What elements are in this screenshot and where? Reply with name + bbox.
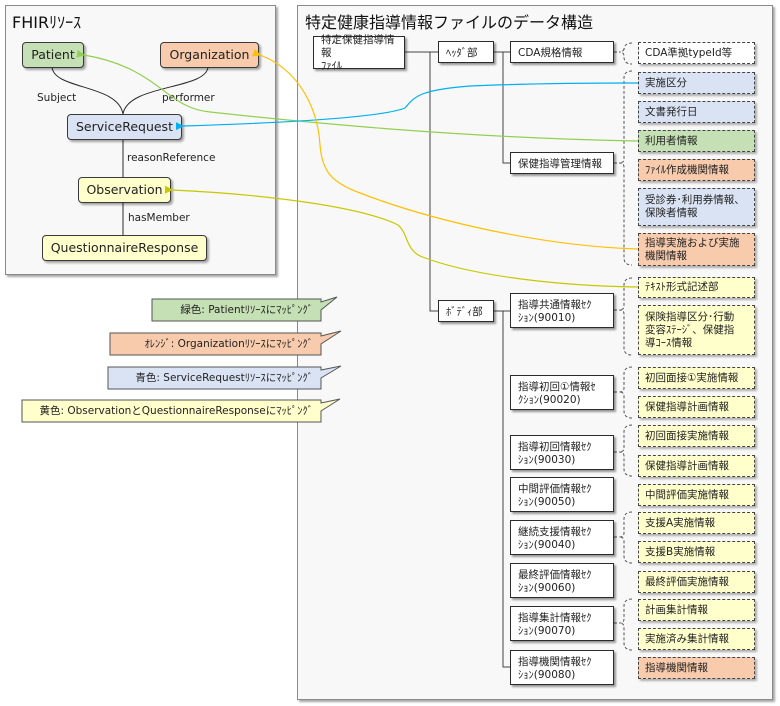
legend-orange-text: ｵﾚﾝｼﾞ: Organizationﾘｿｰｽにﾏｯﾋﾟﾝｸﾞ <box>144 338 313 350</box>
leaf-item: 中間評価実施情報 <box>638 484 755 506</box>
organization-node: Organization <box>160 42 259 68</box>
edge-label-reason-reference: reasonReference <box>127 152 216 164</box>
legend-yellow-text: 黄色: ObservationとQuestionnaireResponseにﾏｯ… <box>39 405 313 417</box>
leaf-item: 文書発行日 <box>638 101 755 123</box>
observation-node: Observation <box>78 177 171 203</box>
leaf-item: 実施区分 <box>638 72 755 94</box>
leaf-item: 保険指導区分･行動 変容ｽﾃｰｼﾞ、保健指 導ｺｰｽ情報 <box>638 305 755 355</box>
legend-green-text: 緑色: Patientﾘｿｰｽにﾏｯﾋﾟﾝｸﾞ <box>180 304 313 316</box>
root-file-box: 特定保健指導情報 ﾌｧｲﾙ <box>313 34 405 72</box>
legend-blue-text: 青色: ServiceRequestﾘｿｰｽにﾏｯﾋﾟﾝｸﾞ <box>135 372 313 384</box>
data-structure-panel-title: 特定健康指導情報ファイルのデータ構造 <box>305 13 594 32</box>
section-box: 指導初回①情報ｾ ｸｼｮﾝ(90020) <box>510 375 614 410</box>
header-part-box: ﾍｯﾀﾞ部 <box>438 41 494 63</box>
cda-spec-info-box: CDA規格情報 <box>510 41 614 63</box>
leaf-item: 初回面接①実施情報 <box>638 367 755 389</box>
leaf-item: 保健指導計画情報 <box>638 396 755 418</box>
guidance-management-info-box: 保健指導管理情報 <box>510 152 614 174</box>
leaf-item: 支援A実施情報 <box>638 512 755 534</box>
section-box: 最終評価情報ｾｸ ｼｮﾝ(90060) <box>510 563 614 598</box>
questionnaire-response-node: QuestionnaireResponse <box>42 235 207 261</box>
leaf-item: 受診券･利用券情報、 保険者情報 <box>638 188 755 226</box>
leaf-item: ﾌｧｲﾙ作成機関情報 <box>638 159 755 181</box>
leaf-item: 支援B実施情報 <box>638 541 755 563</box>
body-part-box: ﾎﾞﾃﾞｨ部 <box>438 300 494 322</box>
fhir-panel-title: FHIRﾘｿｰｽ <box>12 13 82 32</box>
leaf-item: 利用者情報 <box>638 130 755 152</box>
leaf-item: 実施済み集計情報 <box>638 628 755 650</box>
leaf-item: 計画集計情報 <box>638 599 755 621</box>
patient-node: Patient <box>22 42 84 68</box>
edge-label-subject: Subject <box>37 92 77 104</box>
section-box: 指導初回情報ｾｸ ｼｮﾝ(90030) <box>510 435 614 470</box>
section-box: 指導共通情報ｾｸ ｼｮﾝ(90010) <box>510 293 614 328</box>
leaf-item: 指導機関情報 <box>638 657 755 679</box>
service-request-node: ServiceRequest <box>67 114 182 140</box>
leaf-item: 初回面接実施情報 <box>638 425 755 447</box>
leaf-item: 保健指導計画情報 <box>638 455 755 477</box>
leaf-item: 指導実施および実施 機関情報 <box>638 233 755 266</box>
leaf-item: CDA準拠typeId等 <box>638 42 755 64</box>
leaf-item: ﾃｷｽﾄ形式記述部 <box>638 277 755 298</box>
section-box: 中間評価情報ｾｸ ｼｮﾝ(90050) <box>510 477 614 512</box>
section-box: 指導機関情報ｾｸ ｼｮﾝ(90080) <box>510 650 614 685</box>
section-box: 指導集計情報ｾｸ ｼｮﾝ(90070) <box>510 606 614 641</box>
section-box: 継続支援情報ｾｸ ｼｮﾝ(90040) <box>510 520 614 555</box>
edge-label-has-member: hasMember <box>128 212 190 224</box>
leaf-item: 最終評価実施情報 <box>638 571 755 593</box>
edge-label-performer: performer <box>162 92 215 104</box>
